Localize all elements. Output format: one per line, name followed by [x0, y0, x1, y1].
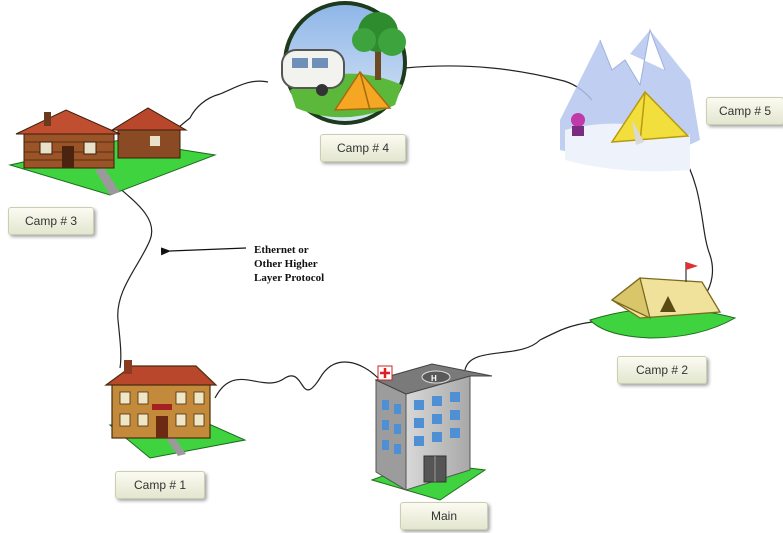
camp-4-label: Camp # 4 — [320, 134, 406, 162]
link-camp5-camp2 — [679, 149, 714, 296]
camp-3-label: Camp # 3 — [8, 207, 94, 235]
annotation-line-3: Layer Protocol — [254, 272, 325, 284]
link-main-camp2 — [464, 321, 593, 371]
link-camp3-camp1 — [107, 177, 153, 369]
annotation-line-2: Other Higher — [254, 258, 318, 270]
camp-1-label: Camp # 1 — [115, 471, 205, 499]
hospital-building-icon: H — [370, 363, 493, 501]
svg-text:H: H — [431, 374, 437, 383]
brick-house-icon — [104, 360, 247, 459]
link-camp4-camp5 — [404, 65, 593, 101]
link-camp1-main — [214, 361, 379, 399]
protocol-annotation: Ethernet or Other Higher Layer Protocol — [254, 243, 384, 285]
tent-icon — [589, 262, 737, 339]
link-camp4-camp3 — [177, 80, 269, 129]
main-label: Main — [400, 502, 488, 530]
protocol-arrow — [160, 247, 247, 256]
camp-2-label: Camp # 2 — [617, 356, 707, 384]
camper-trailer-icon — [281, 1, 407, 125]
mountain-tent-icon — [560, 28, 700, 172]
log-cabins-icon — [8, 107, 217, 196]
annotation-line-1: Ethernet or — [254, 244, 309, 256]
camp-5-label: Camp # 5 — [706, 97, 783, 125]
